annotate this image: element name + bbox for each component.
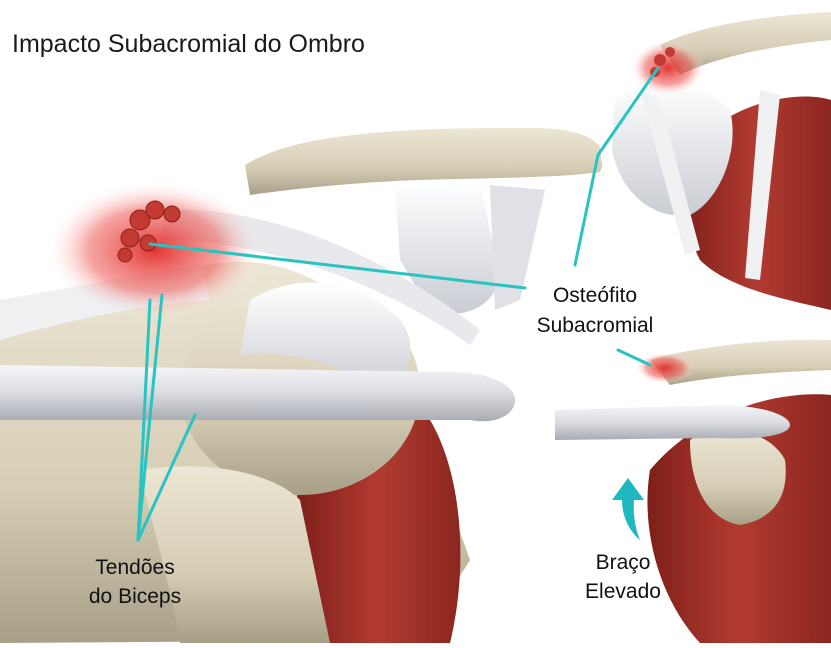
page-title: Impacto Subacromial do Ombro bbox=[12, 30, 365, 59]
osteophyte-label-line2: Subacromial bbox=[520, 313, 670, 338]
osteophyte-label: Osteófito Subacromial bbox=[520, 283, 670, 338]
inset-lower-humerus bbox=[555, 405, 790, 440]
biceps-tendons-label: Tendões do Biceps bbox=[60, 555, 210, 609]
clavicle bbox=[0, 365, 515, 421]
arm-label-line2: Elevado bbox=[568, 579, 678, 604]
arm-label-line1: Braço bbox=[568, 550, 678, 575]
inset-upper-view bbox=[600, 5, 831, 315]
biceps-label-line1: Tendões bbox=[60, 555, 210, 580]
osteophyte-label-line1: Osteófito bbox=[520, 283, 670, 308]
arm-raised-label: Braço Elevado bbox=[568, 550, 678, 604]
acromion bbox=[245, 128, 603, 195]
biceps-label-line2: do Biceps bbox=[60, 584, 210, 609]
inset-lower-inflammation bbox=[635, 352, 695, 384]
